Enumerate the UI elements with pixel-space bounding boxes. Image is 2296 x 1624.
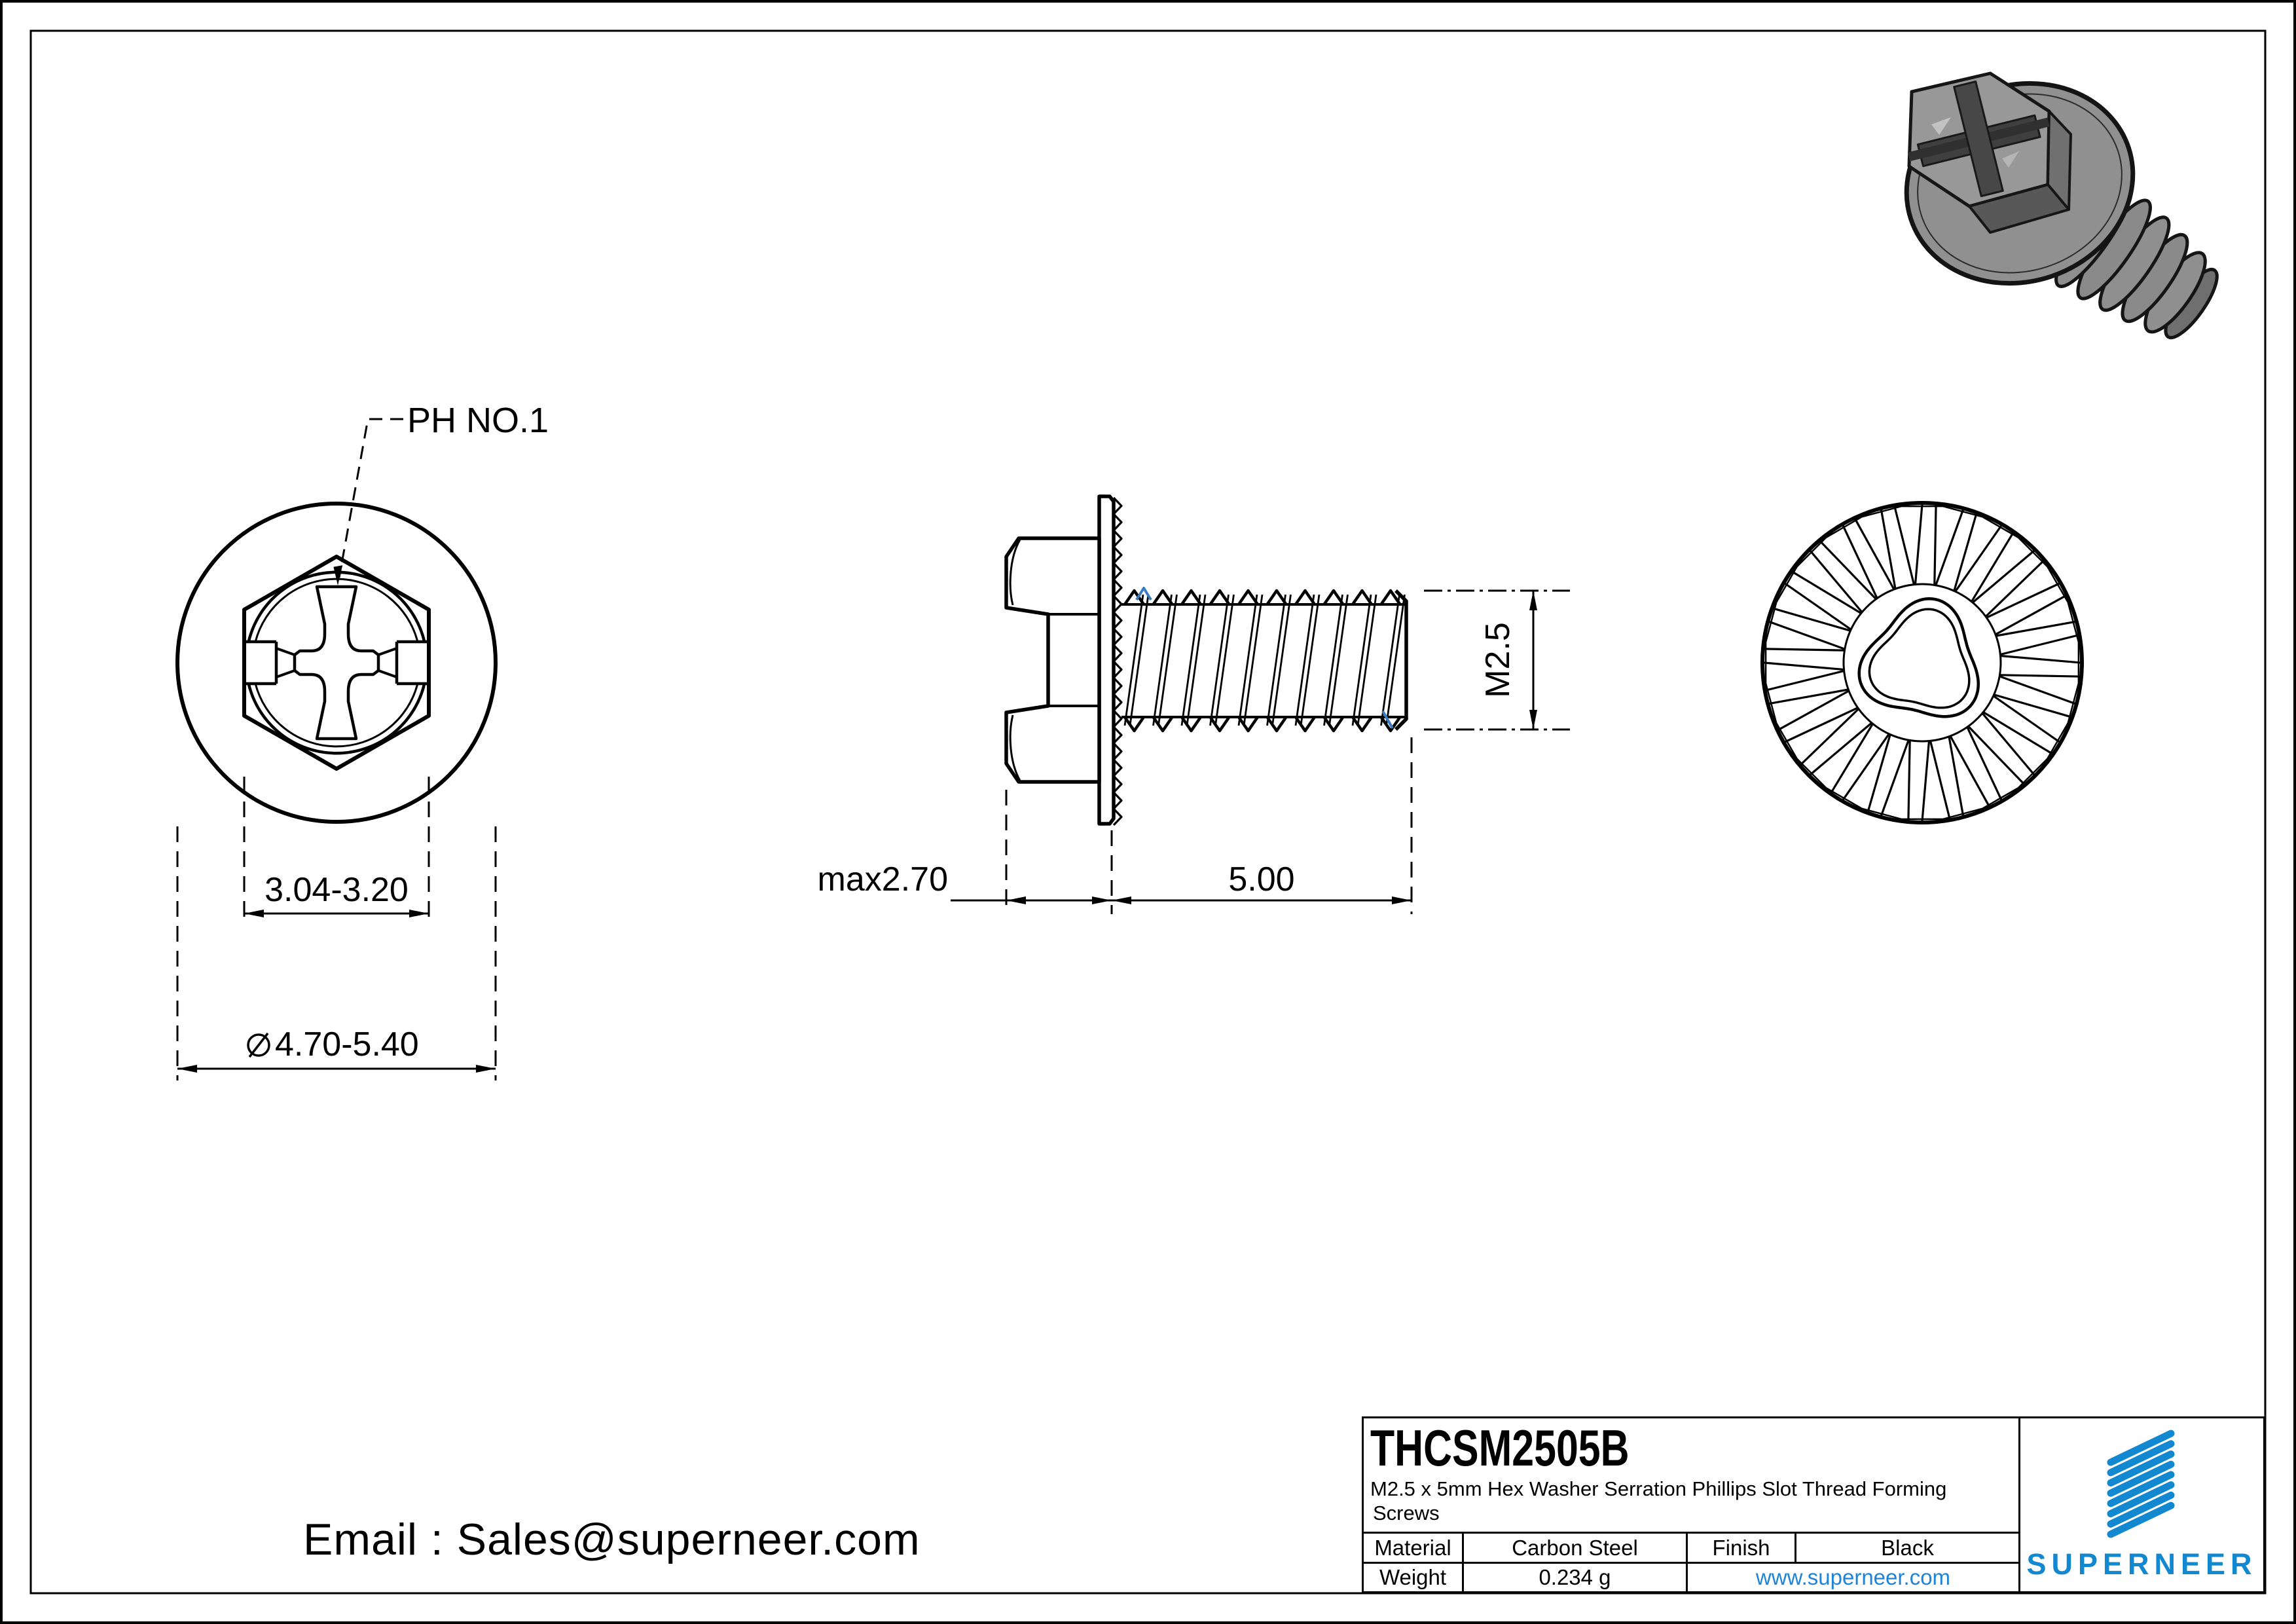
thread-size-text: M2.5 xyxy=(1479,622,1517,698)
slot-recess xyxy=(244,640,429,686)
contact-email: Email : Sales@superneer.com xyxy=(303,1515,920,1564)
thread-size-dimension xyxy=(1424,589,1570,731)
thread-length-text: 5.00 xyxy=(1228,860,1294,898)
thread-start-mark xyxy=(1135,587,1152,601)
screw-3d-render xyxy=(1904,71,2219,340)
front-view xyxy=(175,418,498,1080)
material-label: Material xyxy=(1374,1535,1451,1560)
head-facet-curves xyxy=(1009,539,1021,781)
spec-row-material-finish: Material Carbon Steel Finish Black xyxy=(1364,1534,2018,1564)
drive-leader xyxy=(333,418,403,585)
washer-serration-zigzag xyxy=(1112,496,1123,826)
hex-head-profile xyxy=(1004,536,1101,784)
trilobular-hole-outer xyxy=(1857,597,1980,718)
serration-rim-facets xyxy=(1764,505,2080,821)
thread-end-face xyxy=(1394,589,1408,731)
inner-border xyxy=(29,29,2267,1595)
thread-profile xyxy=(1121,589,1408,733)
side-view xyxy=(951,494,1570,914)
hex-head-outline xyxy=(242,555,431,771)
title-block: THCSM2505B M2.5 x 5mm Hex Washer Serrati… xyxy=(1362,1416,2265,1593)
thread-end-mark xyxy=(1381,710,1394,729)
spec-row-weight-site: Weight 0.234 g www.superneer.com xyxy=(1364,1564,2018,1591)
part-description-line2: Screws xyxy=(1373,1501,1440,1524)
brand-logo-icon xyxy=(2107,1430,2174,1538)
head-3d xyxy=(1907,71,2072,234)
head-height-text: max2.70 xyxy=(818,860,948,898)
hex-width-dimension xyxy=(243,777,430,925)
serration-inner-ring xyxy=(1842,583,2002,743)
brand-name: SUPERNEER xyxy=(2026,1547,2257,1581)
brand-logo-cell: SUPERNEER xyxy=(2020,1418,2263,1591)
drive-type-label: PH NO.1 xyxy=(407,401,549,440)
weight-value: 0.234 g xyxy=(1462,1564,1686,1591)
website-link[interactable]: www.superneer.com xyxy=(1686,1564,2018,1591)
title-block-main: THCSM2505B M2.5 x 5mm Hex Washer Serrati… xyxy=(1364,1418,2020,1591)
washer-flange-profile xyxy=(1097,494,1116,826)
washer-flange-circle xyxy=(175,502,498,824)
part-number: THCSM2505B xyxy=(1370,1419,1630,1477)
length-dimensions xyxy=(951,737,1413,914)
head-diameter-dimension xyxy=(176,826,497,1080)
finish-value: Black xyxy=(1795,1534,2018,1562)
material-value: Carbon Steel xyxy=(1462,1534,1686,1562)
phillips-recess-3d-cross xyxy=(1953,80,2004,198)
leader-arrowhead xyxy=(333,565,343,585)
slot-depth-lines xyxy=(1048,613,1099,707)
trilobular-hole-inner xyxy=(1868,608,1971,709)
serration-teeth xyxy=(1763,504,2081,822)
bottom-view xyxy=(1760,501,2084,824)
finish-label: Finish xyxy=(1686,1534,1795,1562)
diameter-symbol-icon xyxy=(247,1032,270,1058)
spec-table: Material Carbon Steel Finish Black Weigh… xyxy=(1364,1532,2018,1591)
weight-label: Weight xyxy=(1379,1565,1447,1589)
phillips-cross-recess xyxy=(293,585,380,741)
serrated-washer-outline xyxy=(1760,501,2084,824)
part-description-line1: M2.5 x 5mm Hex Washer Serration Phillips… xyxy=(1370,1477,1947,1500)
head-diameter-text: 4.70-5.40 xyxy=(275,1025,419,1063)
title-block-header: THCSM2505B M2.5 x 5mm Hex Washer Serrati… xyxy=(1364,1418,2018,1532)
hex-width-text: 3.04-3.20 xyxy=(264,871,409,909)
